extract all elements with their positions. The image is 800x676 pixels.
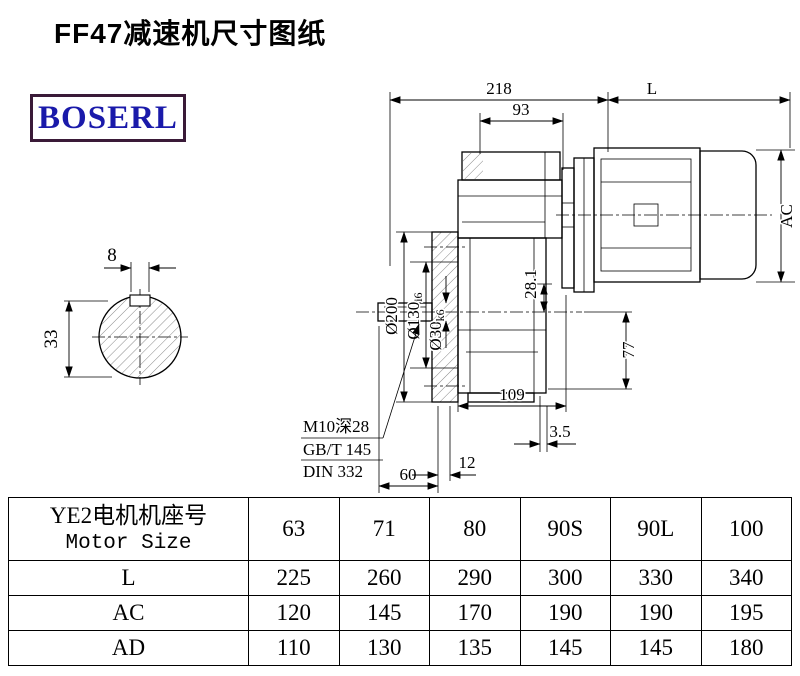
- table-header-row: YE2电机机座号 Motor Size 63 71 80 90S 90L 100: [8, 497, 792, 561]
- keyway: [129, 294, 151, 307]
- table-cell: 190: [519, 595, 611, 631]
- table-cell: 225: [248, 560, 340, 596]
- dim-77-label: 77: [619, 341, 638, 359]
- table-cell: 170: [429, 595, 521, 631]
- table-cell: 300: [519, 560, 611, 596]
- note-din-332: DIN 332: [303, 462, 363, 481]
- note-m10-depth: M10深28: [303, 417, 369, 436]
- output-flange: [431, 231, 459, 403]
- dia-130-label: Ø130i6: [404, 292, 425, 339]
- table-cell: 340: [700, 560, 792, 596]
- table-cell: 190: [610, 595, 702, 631]
- dim-60-label: 60: [400, 465, 417, 484]
- dim-AC-label: AC: [777, 204, 796, 228]
- motor-size-header-cell: YE2电机机座号 Motor Size: [8, 497, 249, 561]
- table-cell: 130: [338, 630, 430, 666]
- dim-12-label: 12: [459, 453, 476, 472]
- dim-L-label: L: [647, 79, 657, 98]
- table-cell: 195: [700, 595, 792, 631]
- boserl-logo: BOSERL: [30, 94, 186, 142]
- dim-218-label: 218: [486, 79, 512, 98]
- motor-size-71: 71: [338, 497, 430, 561]
- dim-93-label: 93: [513, 100, 530, 119]
- dim-33-label: 33: [41, 330, 62, 349]
- table-cell: 120: [248, 595, 340, 631]
- boserl-logo-text: BOSERL: [38, 99, 178, 136]
- dia-30-label: Ø30k6: [426, 309, 447, 350]
- dim-28-1-label: 28.1: [521, 269, 540, 299]
- row-label-L: L: [8, 560, 249, 596]
- motor: [556, 147, 772, 293]
- row-label-AD: AD: [8, 630, 249, 666]
- table-cell: 330: [610, 560, 702, 596]
- table-cell: 110: [248, 630, 340, 666]
- row-label-AC: AC: [8, 595, 249, 631]
- motor-size-90S: 90S: [519, 497, 611, 561]
- motor-size-100: 100: [700, 497, 792, 561]
- bottom-dimensions: 109 3.5 M10深28 GB/T 145 DIN 332 60 12: [301, 295, 576, 493]
- top-dimensions: 218 L 93: [389, 78, 791, 266]
- dim-3-5-label: 3.5: [549, 422, 570, 441]
- table-row-AC: AC 120 145 170 190 190 195: [8, 595, 792, 631]
- motor-dimension-table: YE2电机机座号 Motor Size 63 71 80 90S 90L 100…: [8, 497, 792, 666]
- motor-size-header-cn: YE2电机机座号: [49, 503, 208, 529]
- motor-size-90L: 90L: [610, 497, 702, 561]
- table-cell: 290: [429, 560, 521, 596]
- table-cell: 145: [338, 595, 430, 631]
- dim-8-label: 8: [107, 245, 117, 266]
- motor-size-80: 80: [429, 497, 521, 561]
- motor-size-63: 63: [248, 497, 340, 561]
- shaft-cross-section: 8 33: [40, 244, 188, 385]
- table-cell: 145: [610, 630, 702, 666]
- page-title: FF47减速机尺寸图纸: [54, 18, 327, 49]
- table-cell: 180: [700, 630, 792, 666]
- table-row-L: L 225 260 290 300 330 340: [8, 560, 792, 596]
- dia-200-label: Ø200: [382, 297, 401, 335]
- table-cell: 145: [519, 630, 611, 666]
- table-cell: 260: [338, 560, 430, 596]
- fan-cover: [699, 150, 757, 280]
- note-gbt-145: GB/T 145: [303, 440, 371, 459]
- motor-size-header-en: Motor Size: [65, 531, 192, 555]
- table-cell: 135: [429, 630, 521, 666]
- shaft-section-circle: [98, 295, 182, 379]
- dim-109-label: 109: [499, 385, 525, 404]
- technical-drawing: 8 33 218 L 93: [40, 78, 798, 493]
- table-row-AD: AD 110 130 135 145 145 180: [8, 630, 792, 666]
